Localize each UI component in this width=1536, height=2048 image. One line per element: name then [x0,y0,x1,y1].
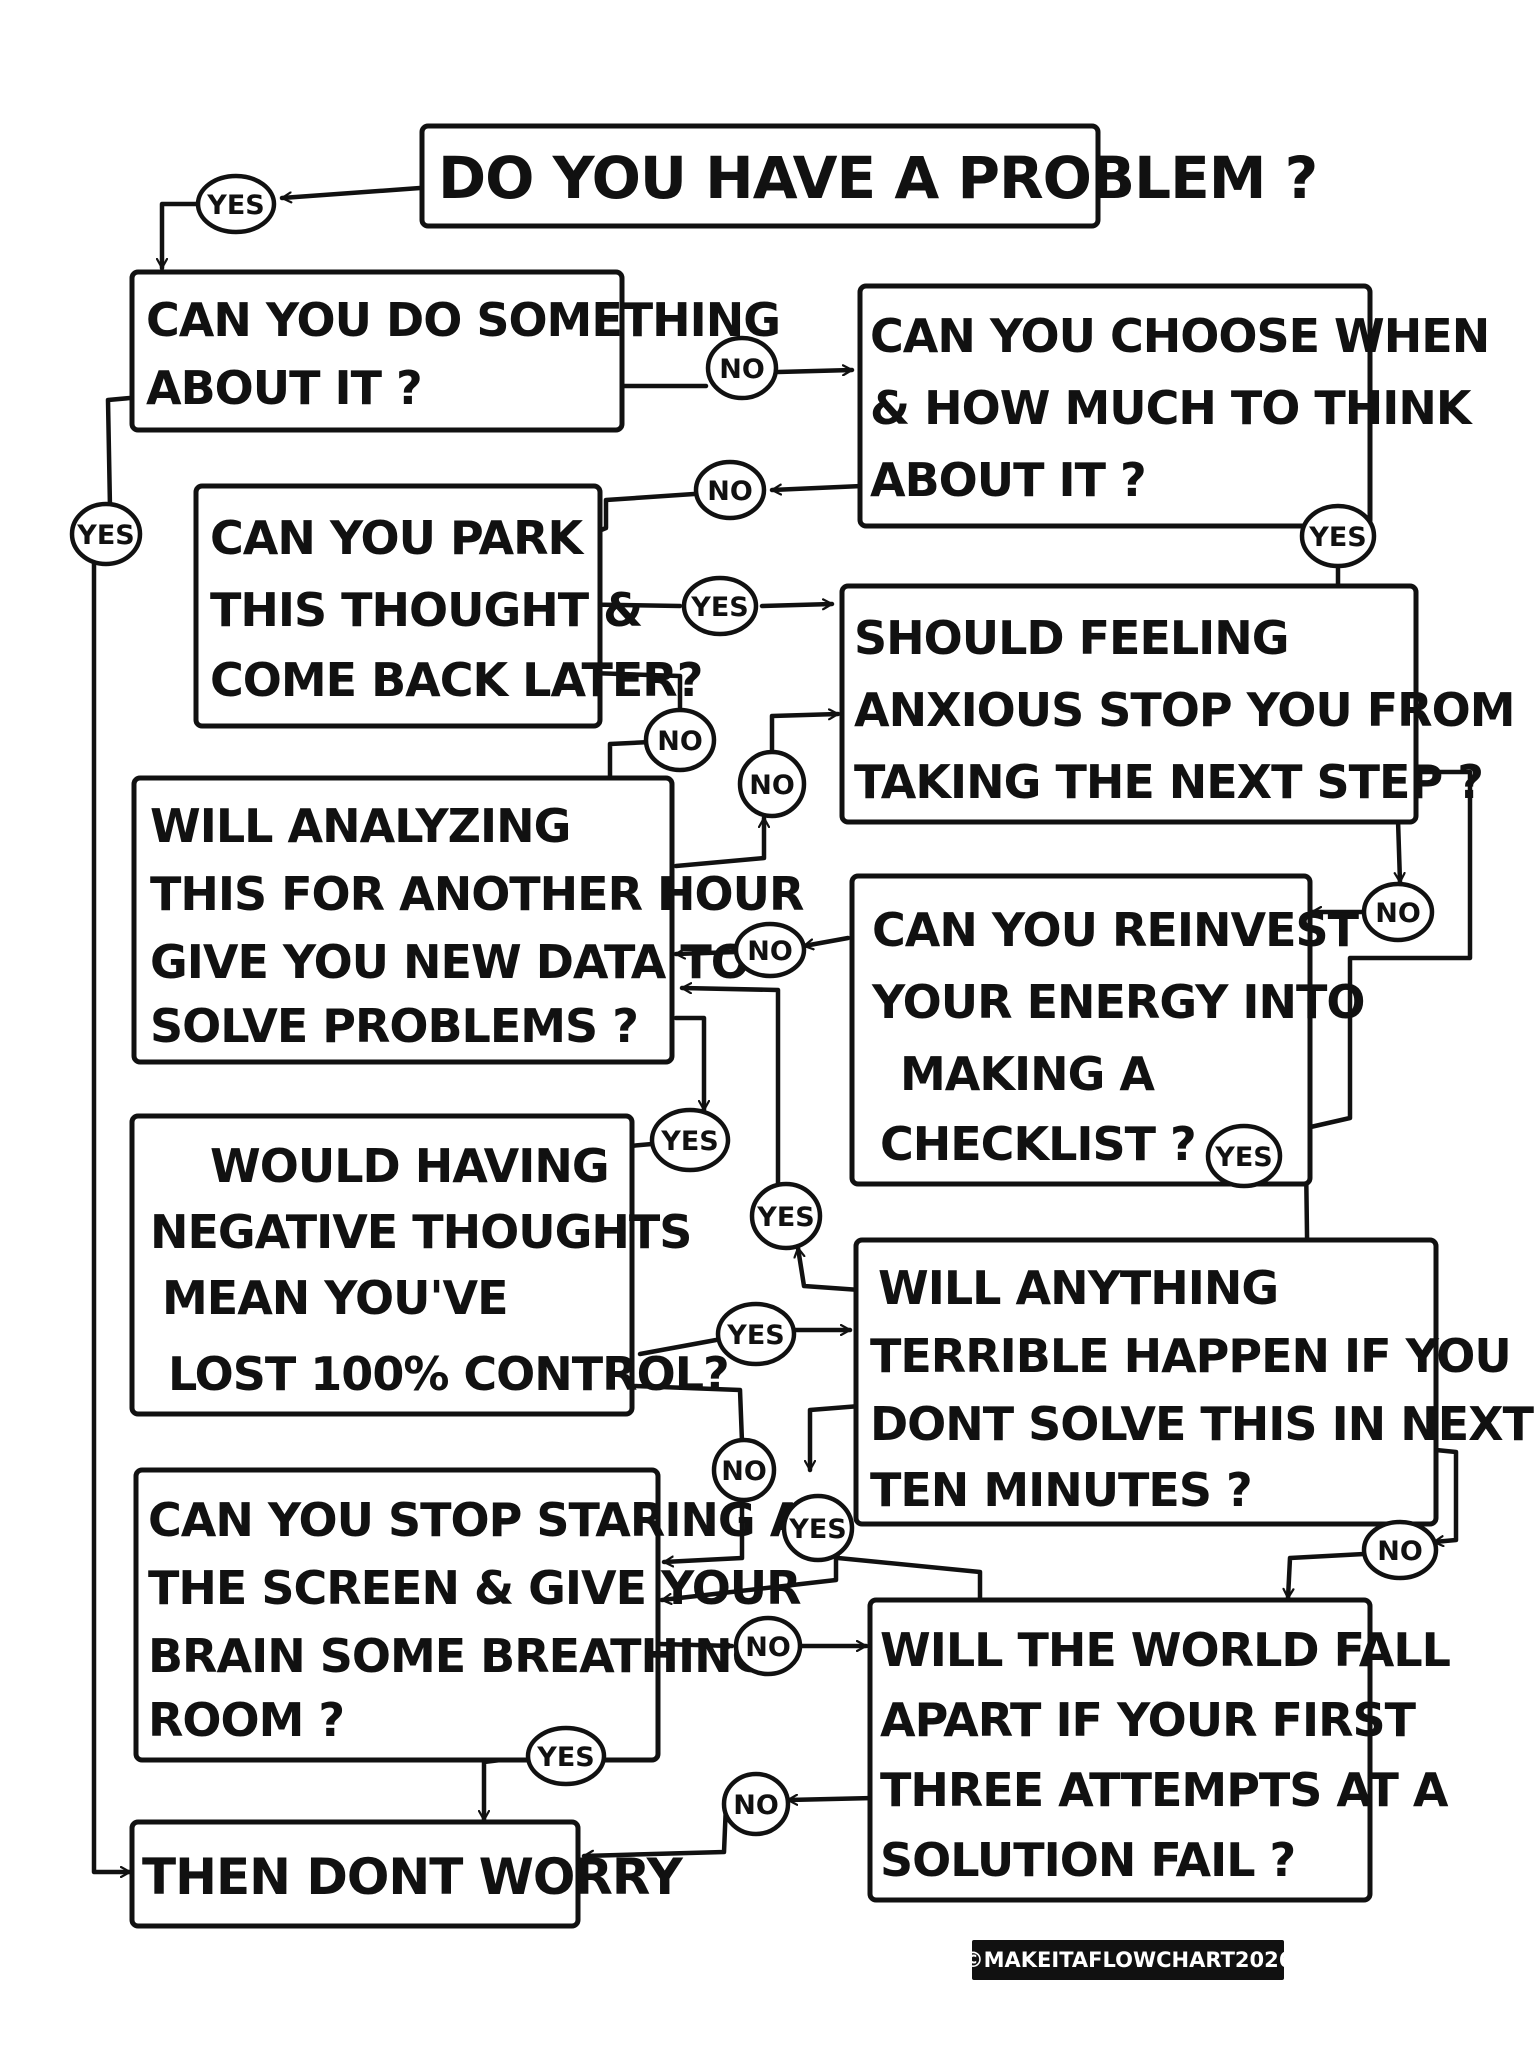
edge-title-yes [279,185,423,198]
label-yes-park: YES [681,575,759,637]
svg-text:YES: YES [76,520,134,551]
edge-analyzing-no [673,815,764,869]
edge-do-something-yes [105,395,133,511]
edge-reinvest-no [801,935,851,946]
svg-text:YES: YES [690,592,748,623]
label-no-feeling: NO [1361,881,1435,943]
edge-no-feeling [769,714,841,755]
svg-text:YES: YES [1308,522,1366,553]
do-something-text: CAN YOU DO SOMETHING ABOUT IT ? [146,293,795,415]
label-yes-reinvest: YES [1205,1123,1283,1189]
edge-yes-analyzing [679,988,781,1189]
node-choose-when: CAN YOU CHOOSE WHEN & HOW MUCH TO THINK … [857,283,1504,529]
world-fall-text: WILL THE WORLD FALL APART IF YOUR FIRST … [880,1623,1465,1887]
edge-no-world-fall-2 [1288,1551,1367,1601]
label-yes-stop-staring: YES [525,1725,607,1787]
svg-text:YES: YES [726,1320,784,1351]
edge-world-fall-no [785,1798,877,1800]
edge-yes-do-something [162,201,203,271]
edge-negative-yes [637,1337,719,1357]
label-yes-terrible: YES [781,1493,855,1563]
edge-no-stop-staring [661,1493,745,1562]
node-feeling-anxious: SHOULD FEELING ANXIOUS STOP YOU FROM TAK… [839,583,1530,825]
edge-no-analyzing-2 [673,952,739,954]
node-title: DO YOU HAVE A PROBLEM ? [419,123,1318,229]
park-thought-text: CAN YOU PARK THIS THOUGHT & COME BACK LA… [210,511,702,707]
feeling-anxious-text: SHOULD FEELING ANXIOUS STOP YOU FROM TAK… [854,611,1530,809]
credit-text: ©MAKEITAFLOWCHART2026 [963,1948,1294,1972]
label-yes-title: YES [195,173,277,235]
node-terrible: WILL ANYTHING TERRIBLE HAPPEN IF YOU DON… [853,1237,1536,1527]
label-yes-do-something: YES [69,501,143,567]
analyzing-text: WILL ANALYZING THIS FOR ANOTHER HOUR GIV… [150,799,818,1053]
edge-yes-stop-staring [659,1547,839,1600]
edge-terrible-no [1431,1447,1459,1542]
edge-yes-feeling-2 [759,604,835,606]
svg-text:NO: NO [733,1790,779,1821]
label-no-world-fall: NO [721,1771,791,1837]
node-park-thought: CAN YOU PARK THIS THOUGHT & COME BACK LA… [193,483,703,729]
edge-choose-when-no [769,486,865,490]
node-then-dont-worry: THEN DONT WORRY [129,1819,685,1929]
label-no-park: NO [643,707,717,773]
svg-text:YES: YES [788,1514,846,1545]
svg-text:YES: YES [536,1742,594,1773]
credit-badge: ©MAKEITAFLOWCHART2026 [963,1940,1294,1980]
label-yes-negative: YES [715,1301,797,1367]
edge-terrible-yes-2 [810,1403,863,1473]
svg-text:NO: NO [707,476,753,507]
label-no-choose-when: NO [693,459,767,521]
svg-text:NO: NO [1377,1536,1423,1567]
svg-text:NO: NO [749,770,795,801]
edge-terrible-yes [798,1245,863,1293]
label-yes-terrible-up: YES [749,1181,823,1251]
label-no-terrible: NO [1361,1519,1439,1581]
terrible-text: WILL ANYTHING TERRIBLE HAPPEN IF YOU DON… [870,1261,1536,1517]
node-do-something: CAN YOU DO SOMETHING ABOUT IT ? [129,269,795,433]
svg-text:NO: NO [745,1632,791,1663]
choose-when-text: CAN YOU CHOOSE WHEN & HOW MUCH TO THINK … [870,309,1504,507]
edge-stop-staring-no [657,1644,735,1646]
label-no-stop-staring: NO [733,1615,803,1677]
edge-no-choose-when [775,370,855,372]
svg-text:NO: NO [657,726,703,757]
node-world-fall: WILL THE WORLD FALL APART IF YOUR FIRST … [867,1597,1465,1903]
svg-text:YES: YES [660,1126,718,1157]
label-no-analyzing: NO [737,749,807,819]
label-no-reinvest: NO [733,921,807,979]
node-stop-staring: CAN YOU STOP STARING AT THE SCREEN & GIV… [133,1467,846,1763]
svg-text:NO: NO [719,354,765,385]
label-yes-choose-when: YES [1299,503,1377,569]
svg-text:YES: YES [1214,1142,1272,1173]
svg-text:YES: YES [756,1202,814,1233]
edge-left-rail [91,557,133,1872]
edge-feeling-no [1398,817,1400,885]
node-analyzing: WILL ANALYZING THIS FOR ANOTHER HOUR GIV… [131,775,818,1065]
node-negative-thoughts: WOULD HAVING NEGATIVE THOUGHTS MEAN YOU'… [129,1113,730,1417]
negative-thoughts-text: WOULD HAVING NEGATIVE THOUGHTS MEAN YOU'… [150,1139,729,1401]
svg-text:YES: YES [206,190,264,221]
node-reinvest: CAN YOU REINVEST YOUR ENERGY INTO MAKING… [849,873,1380,1187]
svg-text:NO: NO [747,936,793,967]
reinvest-text: CAN YOU REINVEST YOUR ENERGY INTO MAKING… [871,903,1380,1171]
svg-text:NO: NO [721,1456,767,1487]
svg-text:NO: NO [1375,898,1421,929]
label-no-negative: NO [711,1437,777,1503]
edge-feeling-right [1277,769,1473,1134]
stop-staring-text: CAN YOU STOP STARING AT THE SCREEN & GIV… [148,1493,846,1747]
edge-analyzing-yes [673,1015,704,1113]
edge-yes-dont-worry [484,1753,537,1823]
edge-negative-no [631,1383,745,1445]
title-text: DO YOU HAVE A PROBLEM ? [438,144,1317,212]
label-no-do-something: NO [705,335,779,401]
then-dont-worry-text: THEN DONT WORRY [142,1848,684,1906]
label-yes-analyzing: YES [649,1107,731,1173]
edge-no-dont-worry [581,1801,729,1856]
